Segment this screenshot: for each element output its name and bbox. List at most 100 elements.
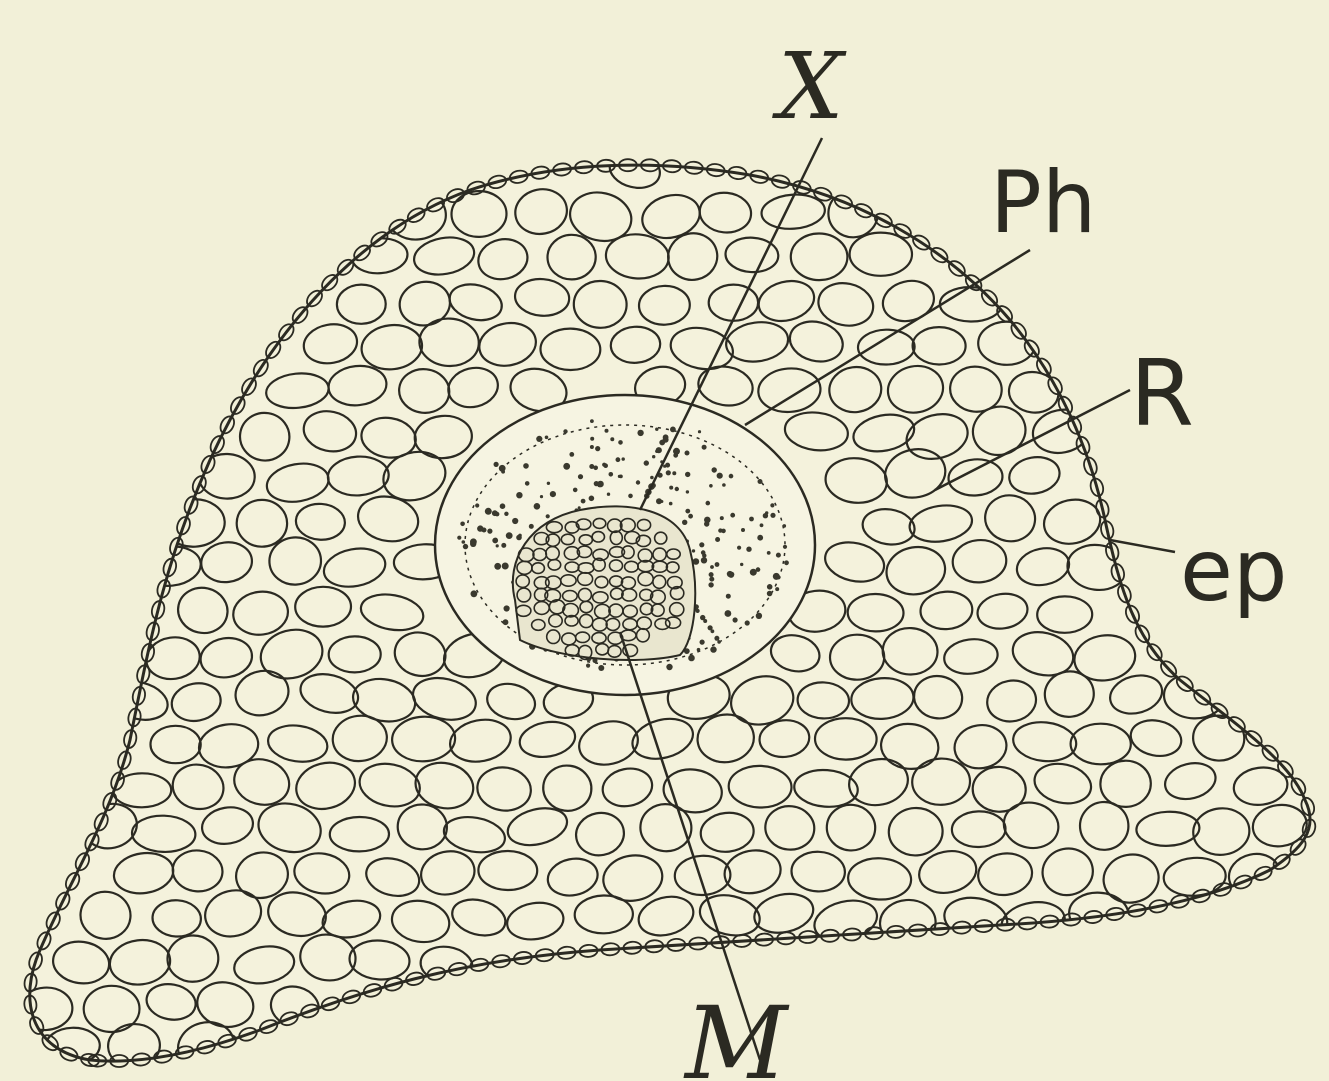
phloem-dot — [494, 462, 499, 467]
phloem-dot — [749, 517, 754, 522]
phloem-dot — [652, 455, 655, 458]
phloem-dot — [777, 575, 781, 579]
phloem-dot — [578, 506, 581, 509]
phloem-dot — [485, 508, 492, 515]
phloem-dot — [590, 419, 594, 423]
phloem-dot — [745, 620, 750, 625]
phloem-dot — [589, 496, 595, 502]
phloem-dot — [457, 536, 461, 540]
label-epidermis: ep — [1180, 521, 1288, 621]
phloem-dot — [492, 510, 498, 516]
phloem-dot — [692, 549, 695, 552]
phloem-dot — [756, 613, 762, 619]
phloem-dot — [470, 538, 477, 545]
phloem-dot — [775, 587, 779, 591]
phloem-dot — [717, 640, 721, 644]
phloem-dot — [622, 457, 625, 460]
phloem-dot — [714, 636, 719, 641]
phloem-dot — [669, 486, 673, 490]
phloem-dot — [655, 428, 658, 431]
phloem-dot — [512, 518, 518, 524]
phloem-dot — [534, 503, 541, 510]
phloem-dot — [726, 594, 731, 599]
phloem-dot — [590, 437, 594, 441]
label-xylem: X — [772, 33, 847, 140]
phloem-dot — [715, 562, 720, 567]
phloem-dot — [722, 483, 726, 487]
phloem-dot — [685, 472, 690, 477]
phloem-dot — [516, 492, 522, 498]
phloem-dot — [475, 503, 479, 507]
phloem-dot — [578, 474, 583, 479]
phloem-dot — [705, 521, 709, 525]
phloem-dot — [706, 501, 711, 506]
phloem-dot — [698, 430, 701, 433]
phloem-dot — [492, 538, 498, 544]
phloem-dot — [697, 648, 701, 652]
phloem-dot — [463, 544, 468, 549]
phloem-dot — [496, 544, 499, 547]
phloem-dot — [666, 664, 672, 670]
phloem-dot — [703, 619, 707, 623]
phloem-dot — [746, 547, 751, 552]
phloem-dot — [502, 563, 509, 570]
phloem-dot — [701, 557, 707, 563]
phloem-dot — [636, 480, 640, 484]
phloem-dot — [715, 537, 720, 542]
phloem-dot — [733, 617, 738, 622]
phloem-dot — [503, 619, 509, 625]
phloem-dot — [602, 463, 606, 467]
phloem-dot — [569, 452, 574, 457]
phloem-dot — [546, 514, 550, 518]
phloem-dot — [709, 577, 714, 582]
phloem-dot — [607, 493, 610, 496]
phloem-dot — [504, 512, 508, 516]
phloem-dot — [545, 436, 549, 440]
phloem-dot — [730, 573, 733, 576]
phloem-dot — [597, 481, 604, 488]
phloem-dot — [709, 572, 714, 577]
phloem-dot — [665, 463, 670, 468]
phloem-dot — [708, 582, 713, 587]
phloem-dot — [720, 516, 724, 520]
leader-line-epidermis — [1110, 540, 1175, 552]
phloem-dot — [672, 471, 676, 475]
phloem-dot — [540, 495, 543, 498]
phloem-dot — [730, 513, 735, 518]
phloem-dot — [669, 502, 673, 506]
phloem-dot — [598, 665, 604, 671]
phloem-dot — [659, 440, 665, 446]
phloem-dot — [767, 591, 773, 597]
phloem-dot — [650, 476, 654, 480]
phloem-dot — [784, 560, 789, 565]
phloem-dot — [586, 664, 590, 668]
phloem-dot — [725, 610, 732, 617]
phloem-dot — [696, 609, 700, 613]
phloem-dot — [616, 457, 621, 462]
phloem-dot — [500, 503, 506, 509]
phloem-dot — [494, 563, 501, 570]
phloem-dot — [770, 503, 774, 507]
phloem-dot — [717, 473, 723, 479]
phloem-dot — [501, 470, 505, 474]
phloem-dot — [711, 629, 715, 633]
phloem-dot — [685, 451, 690, 456]
phloem-dot — [666, 470, 671, 475]
phloem-dot — [637, 430, 643, 436]
phloem-dot — [618, 475, 621, 478]
phloem-dot — [605, 429, 609, 433]
label-phloem: Ph — [990, 153, 1096, 253]
phloem-dot — [477, 525, 483, 531]
phloem-dot — [776, 553, 781, 558]
phloem-dot — [709, 484, 713, 488]
phloem-dot — [783, 545, 787, 549]
phloem-dot — [710, 565, 714, 569]
phloem-dot — [663, 434, 669, 440]
phloem-dot — [589, 464, 594, 469]
phloem-dot — [618, 440, 623, 445]
phloem-dot — [675, 487, 679, 491]
phloem-dot — [550, 491, 556, 497]
phloem-dot — [536, 436, 542, 442]
phloem-dot — [740, 563, 743, 566]
